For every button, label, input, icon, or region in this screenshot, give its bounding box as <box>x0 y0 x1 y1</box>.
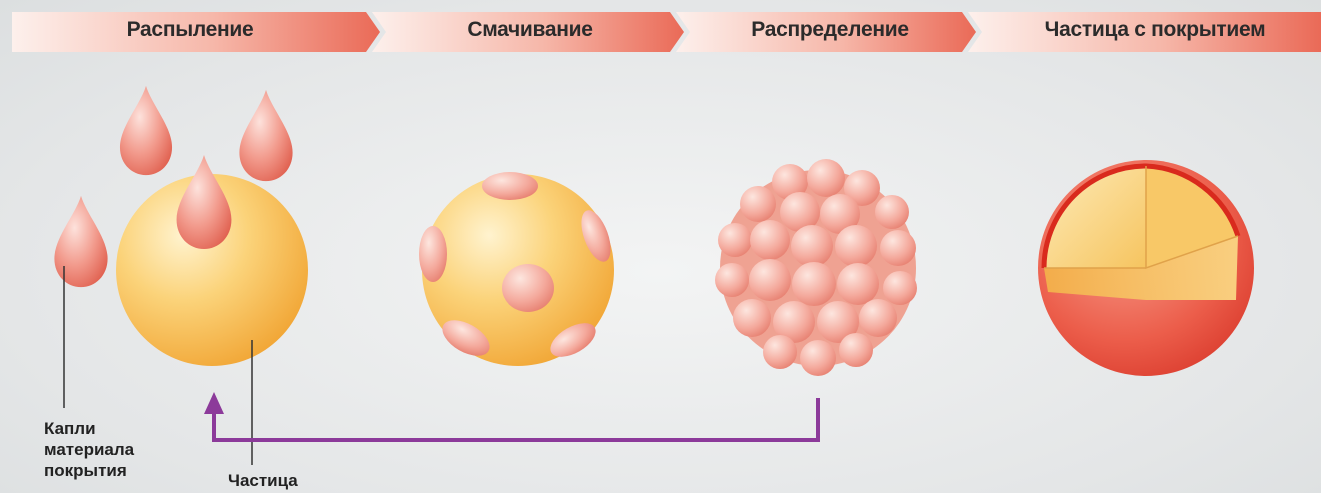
stage-coated-particle <box>1038 160 1254 376</box>
wet-spot <box>502 264 554 312</box>
wet-spot <box>419 226 447 282</box>
droplet-2 <box>239 90 292 181</box>
droplet-3 <box>177 155 232 249</box>
droplet-4 <box>54 196 107 287</box>
particle-annotation: Частица <box>228 470 298 491</box>
droplets-annotation-line: материала <box>44 439 134 460</box>
stage-distribution <box>715 159 917 376</box>
wet-spot <box>482 172 538 200</box>
recycle-arrowhead <box>204 392 224 414</box>
stage-wetting <box>419 172 617 366</box>
droplets-annotation-line: Капли <box>44 418 134 439</box>
droplets-annotation-line: покрытия <box>44 460 134 481</box>
recycle-arrow <box>204 392 818 440</box>
stage-spraying <box>54 86 308 366</box>
droplets-annotation: Капли материала покрытия <box>44 418 134 481</box>
droplet-1 <box>120 86 172 175</box>
